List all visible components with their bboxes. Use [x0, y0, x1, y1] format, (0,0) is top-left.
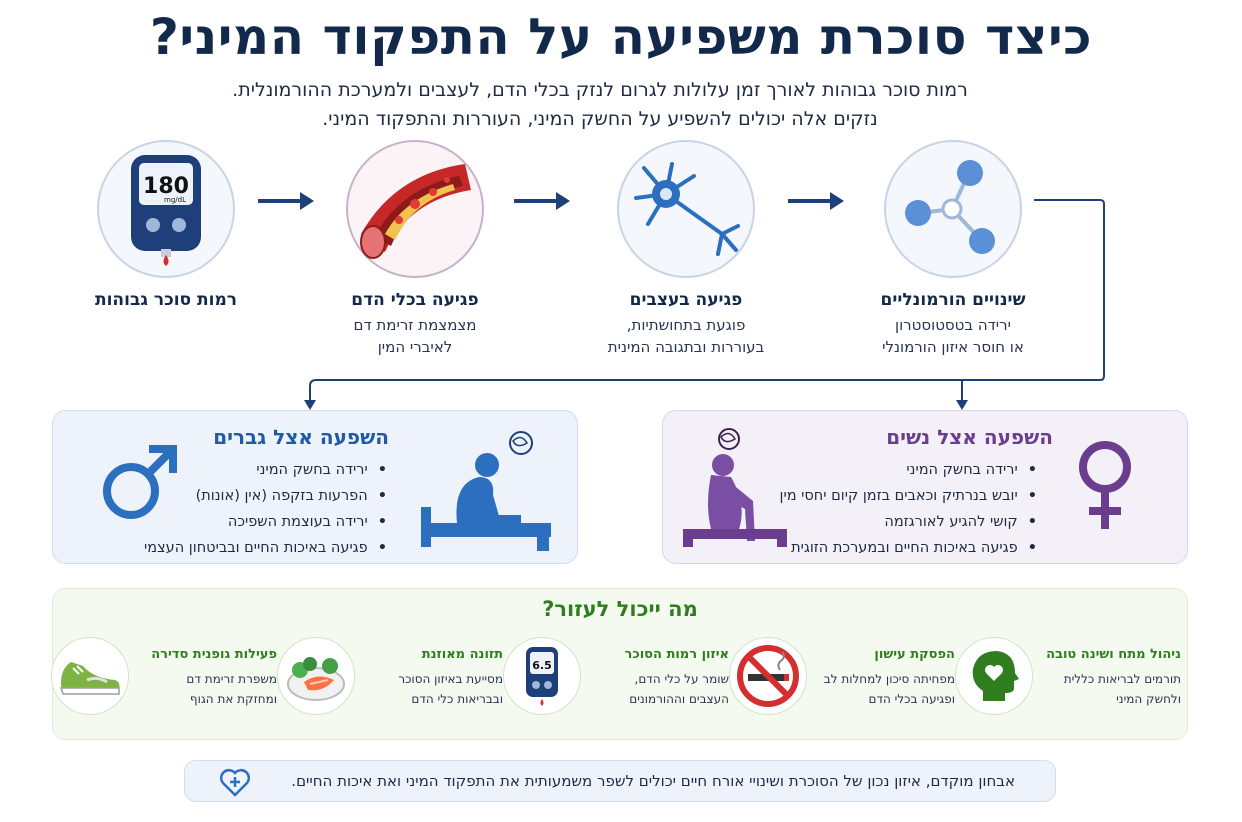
step-title: שינויים הורמונליים — [880, 290, 1026, 310]
subtitle-line: נזקים אלה יכולים להשפיע על החשק המיני, ה… — [322, 108, 878, 130]
step-title: רמות סוכר גבוהות — [94, 290, 237, 310]
glucometer-icon: 180 mg/dL — [97, 140, 235, 278]
list-item: הפרעות בזקפה (אין (אונות) — [144, 483, 387, 509]
tip-title: איזון רמות הסוכר — [624, 647, 729, 662]
no-smoking-icon — [729, 637, 807, 715]
women-card-title: השפעה אצל נשים — [886, 425, 1053, 449]
women-effects-card: השפעה אצל נשים ירידה בחשק המיני יובש בנר… — [662, 410, 1188, 564]
list-item: קושי להגיע לאורגזמה — [780, 509, 1038, 535]
list-item: ירידה בחשק המיני — [780, 457, 1038, 483]
arrow-right-icon — [514, 192, 570, 210]
list-item: ירידה בעוצמת השפיכה — [144, 509, 387, 535]
tip-stress-sleep: ניהול מתח ושינה טובה תורמים לבריאות כללי… — [955, 637, 1181, 721]
glucometer-icon: 6.5 — [503, 637, 581, 715]
page-title: כיצד סוכרת משפיעה על התפקוד המיני? — [149, 8, 1093, 66]
glucometer-reading: 6.5 — [532, 659, 552, 672]
women-effects-list: ירידה בחשק המיני יובש בנרתיק וכאבים בזמן… — [780, 457, 1038, 561]
list-item: פגיעה באיכות החיים ובביטחון העצמי — [144, 535, 387, 561]
sneaker-icon — [51, 637, 129, 715]
neuron-icon — [617, 140, 755, 278]
blood-vessel-icon — [346, 140, 484, 278]
page-subtitle: רמות סוכר גבוהות לאורך זמן עלולות לגרום … — [150, 76, 1050, 134]
men-card-title: השפעה אצל גברים — [213, 425, 389, 449]
list-item: יובש בנרתיק וכאבים בזמן קיום יחסי מין — [780, 483, 1038, 509]
step-desc: פוגעת בתחושתיות,בעוררות ובתגובה המינית — [607, 316, 765, 356]
glucometer-unit: mg/dL — [164, 196, 186, 204]
subtitle-line: רמות סוכר גבוהות לאורך זמן עלולות לגרום … — [232, 79, 968, 101]
step-title: פגיעה בכלי הדם — [351, 290, 479, 310]
tip-title: ניהול מתח ושינה טובה — [1046, 647, 1181, 662]
tip-title: הפסקת עישון — [874, 647, 955, 662]
heart-plus-icon — [219, 768, 251, 797]
sad-man-icon — [421, 431, 551, 551]
flow-connector — [304, 199, 1105, 410]
men-effects-card: השפעה אצל גברים ירידה בחשק המיני הפרעות … — [52, 410, 578, 564]
list-item: ירידה בחשק המיני — [144, 457, 387, 483]
footer-text: אבחון מוקדם, איזון נכון של הסוכרת ושינוי… — [291, 772, 1015, 790]
tip-title: תזונה מאוזנת — [421, 647, 503, 662]
men-effects-list: ירידה בחשק המיני הפרעות בזקפה (אין (אונו… — [144, 457, 387, 561]
glucometer-reading: 180 — [143, 174, 189, 199]
step-title: פגיעה בעצבים — [629, 290, 743, 310]
tip-desc: שומר על כלי הדם,העצבים וההורמונים — [629, 672, 729, 706]
list-item: פגיעה באיכות החיים ובמערכת הזוגית — [780, 535, 1038, 561]
sad-woman-icon — [683, 428, 787, 547]
arrow-right-icon — [788, 192, 844, 210]
healthy-food-icon — [277, 637, 355, 715]
molecule-icon — [884, 140, 1022, 278]
tip-title: פעילות גופנית סדירה — [151, 647, 277, 662]
tip-sugar-balance: 6.5 איזון רמות הסוכר שומר על כלי הדם,העצ… — [503, 637, 729, 721]
help-section: מה ייכול לעזור? ניהול מתח ושינה טובה תור… — [51, 588, 1188, 740]
female-symbol-icon — [1079, 441, 1131, 529]
male-symbol-icon — [103, 445, 177, 519]
help-title: מה ייכול לעזור? — [542, 597, 698, 621]
step-high-sugar: 180 mg/dL רמות סוכר גבוהות — [46, 140, 286, 310]
head-heart-icon — [955, 637, 1033, 715]
arrow-right-icon — [258, 192, 314, 210]
step-nerves: פגיעה בעצבים פוגעת בתחושתיות,בעוררות ובת… — [566, 140, 806, 358]
footer-note: אבחון מוקדם, איזון נכון של הסוכרת ושינוי… — [184, 760, 1056, 802]
